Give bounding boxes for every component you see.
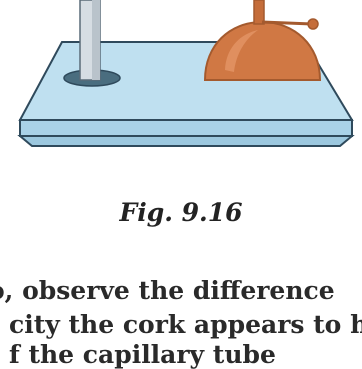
cork-shape xyxy=(203,20,322,81)
cork-stem xyxy=(253,0,265,25)
body-text-line-1: o, observe the difference xyxy=(0,276,335,305)
cork-highlight xyxy=(225,30,258,72)
stand-base-foot xyxy=(17,135,355,147)
body-text-line-3: f the capillary tube xyxy=(9,340,276,369)
figure-illustration xyxy=(0,0,362,160)
figure-caption: Fig. 9.16 xyxy=(119,198,243,227)
stand-base-front xyxy=(19,119,353,137)
side-tube-end xyxy=(307,18,319,30)
laboratory-stand-drawing xyxy=(17,0,355,147)
side-tube xyxy=(261,20,313,26)
body-text-line-2: city the cork appears to h xyxy=(9,310,362,339)
stand-rod-shade xyxy=(92,0,100,80)
